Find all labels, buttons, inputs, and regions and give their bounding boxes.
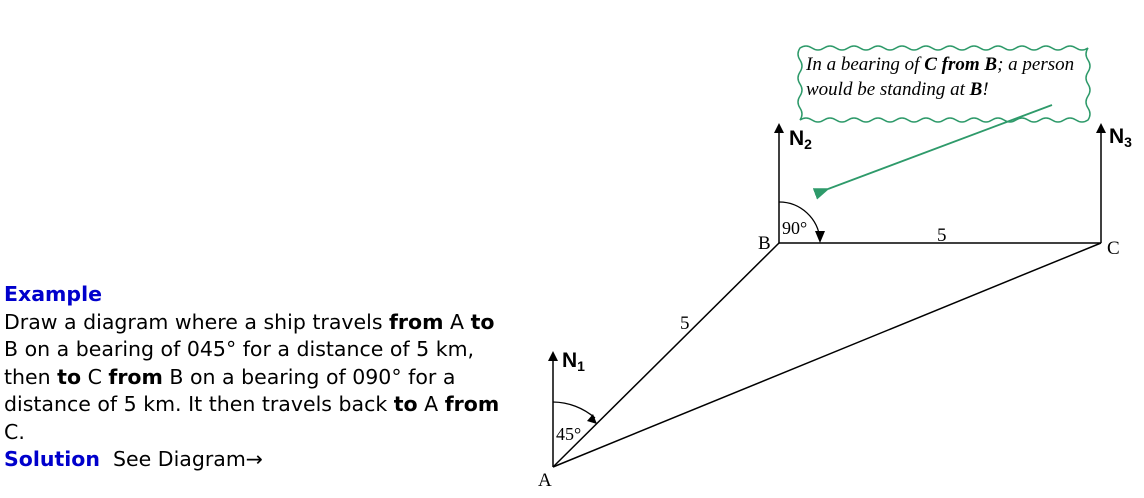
angle-arc-a [552, 401, 596, 419]
side-ca [552, 242, 1102, 468]
point-label-c: C [1107, 238, 1120, 259]
example-line-3: then to C from B on a bearing of 090° fo… [4, 364, 456, 389]
callout-arrow [812, 104, 1053, 200]
angle-label-a: 45° [556, 424, 581, 444]
north-label-1: N1 [562, 349, 585, 374]
example-line-4: distance of 5 km. It then travels back t… [4, 392, 500, 416]
solution-text: See Diagram→ [113, 447, 263, 471]
example-line-2: B on a bearing of 045° for a distance of… [4, 337, 475, 361]
north-label-2: N2 [789, 127, 812, 152]
solution-heading: Solution [4, 447, 100, 471]
length-label-bc: 5 [937, 225, 947, 246]
example-heading: Example [4, 282, 103, 306]
example-line-1: Draw a diagram where a ship travels from… [4, 309, 495, 334]
callout-text: In a bearing of C from B; a person would… [806, 54, 1075, 100]
angle-arc-a-head [587, 414, 597, 424]
example-text-panel: Example Draw a diagram where a ship trav… [4, 281, 524, 474]
callout-box [797, 45, 1091, 123]
point-label-a: A [538, 470, 552, 491]
side-ab [552, 242, 780, 468]
point-label-b: B [758, 233, 771, 254]
example-line-5: C. [4, 419, 25, 444]
angle-label-b: 90° [782, 218, 807, 238]
length-label-ab: 5 [680, 313, 690, 334]
angle-arc-b-head [815, 231, 825, 243]
north-label-3: N3 [1109, 125, 1132, 150]
solution-line: Solution See Diagram→ [4, 446, 524, 474]
